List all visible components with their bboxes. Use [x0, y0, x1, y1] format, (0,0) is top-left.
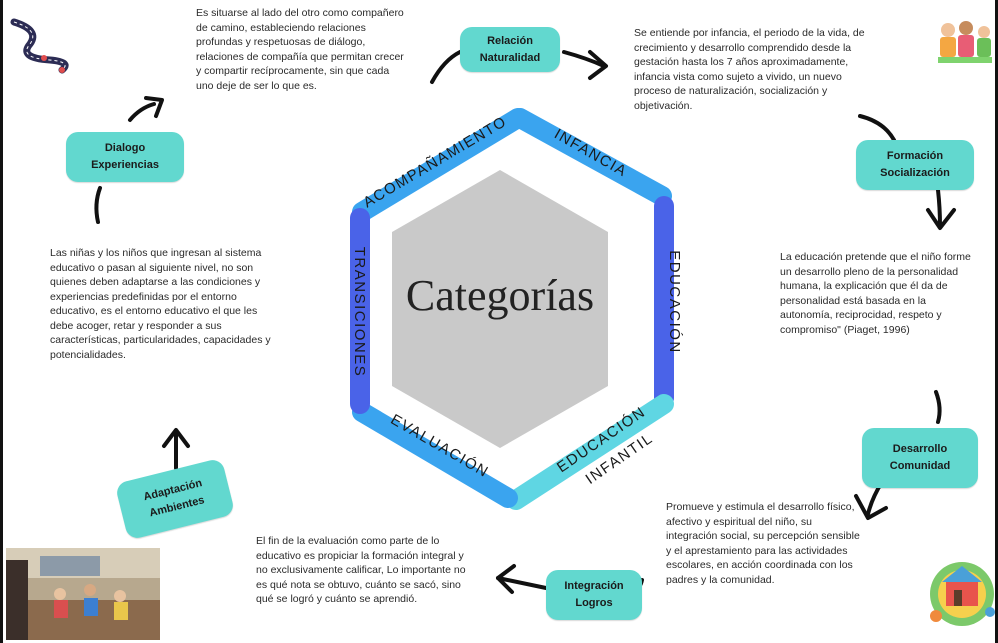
- arrow-acomp-to-relacion: [430, 50, 462, 84]
- node-relacion-line1: Relación: [487, 34, 533, 47]
- transiciones-description: Las niñas y los niños que ingresan al si…: [50, 247, 271, 361]
- arrow-formacion-down: [936, 188, 942, 228]
- node-integracion-line1: Integración: [564, 580, 624, 592]
- arrow-desarrollo-to-ei-head: [854, 494, 888, 520]
- node-relacion-line2: Naturalidad: [479, 51, 541, 64]
- node-dialogo-line2: Experiencias: [91, 159, 159, 171]
- node-integracion-logros[interactable]: Integración Logros: [546, 570, 642, 620]
- arrow-relacion-to-infancia: [562, 50, 606, 68]
- node-integracion-line2: Logros: [575, 597, 613, 609]
- infancia-description: Se entiende por infancia, el periodo de …: [634, 27, 865, 112]
- ring-segment-evaluacion: [352, 402, 518, 508]
- ring-segment-educacion-infantil: [506, 394, 674, 510]
- arrow-formacion-down-head: [926, 208, 956, 230]
- ring-segment-acompanamiento: [352, 108, 528, 222]
- arrow-dialogo-to-acomp: [128, 102, 156, 122]
- node-desarrollo-comunidad[interactable]: Desarrollo Comunidad: [862, 428, 978, 488]
- ring-segment-infancia: [510, 108, 672, 206]
- node-formacion-line2: Socialización: [880, 167, 950, 179]
- label-infancia: INFANCIA: [551, 126, 630, 181]
- category-ring: [350, 108, 674, 510]
- center-hexagon: [392, 170, 608, 448]
- node-relacion-naturalidad[interactable]: Relación Naturalidad: [460, 27, 560, 72]
- arrow-adaptacion-up-head: [162, 428, 190, 448]
- arrow-integracion-to-eval: [496, 576, 548, 590]
- right-frame-line: [995, 0, 998, 643]
- node-dialogo-experiencias[interactable]: Dialogo Experiencias: [66, 132, 184, 182]
- arrow-infancia-to-formacion: [858, 114, 896, 142]
- arrow-relacion-to-infancia-head: [588, 50, 608, 80]
- educacion-description: La educación pretende que el niño forme …: [780, 251, 971, 336]
- node-formacion-socializacion[interactable]: Formación Socialización: [856, 140, 974, 190]
- arrow-integracion-to-eval-head: [496, 564, 516, 594]
- label-transiciones: TRANSICIONES: [351, 247, 368, 378]
- left-frame-line: [0, 0, 3, 643]
- acompanamiento-description: Es situarse al lado del otro como compañ…: [196, 7, 404, 92]
- node-desarrollo-line2: Comunidad: [889, 460, 951, 472]
- node-formacion-line1: Formación: [886, 150, 944, 162]
- label-educacion: EDUCACIÓN: [666, 250, 683, 354]
- node-desarrollo-line1: Desarrollo: [892, 443, 948, 455]
- arrow-dialogo-to-acomp-head: [144, 96, 164, 118]
- center-title: Categorías: [406, 271, 594, 320]
- educacion-infantil-description: Promueve y estimula el desarrollo físico…: [666, 501, 860, 586]
- evaluacion-description: El fin de la evaluación como parte de lo…: [256, 535, 466, 605]
- node-dialogo-line1: Dialogo: [104, 142, 146, 154]
- arrow-educacion-to-desarrollo: [934, 390, 942, 424]
- arrow-transiciones-to-dialogo: [94, 186, 102, 224]
